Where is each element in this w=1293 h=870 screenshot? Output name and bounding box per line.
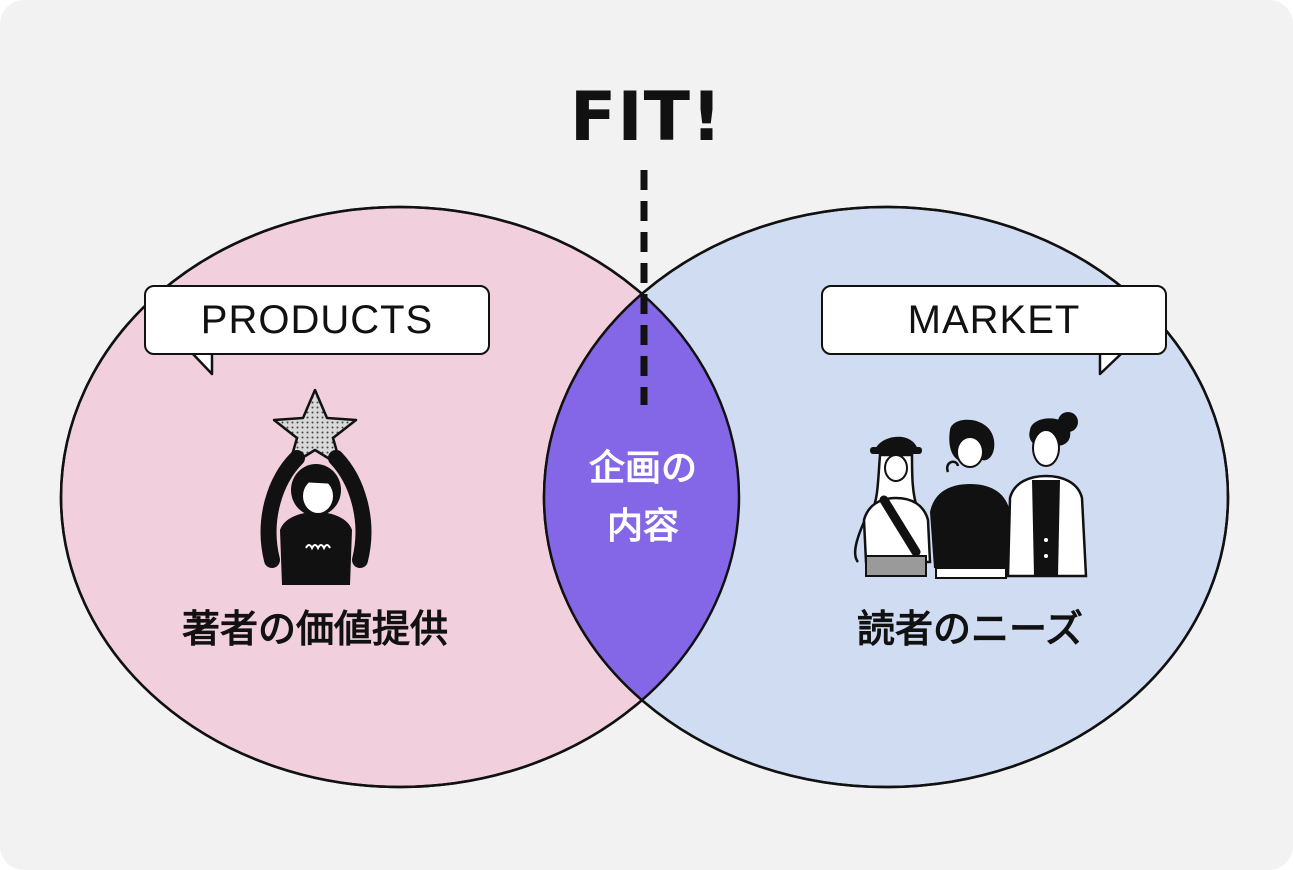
person-holding-star-icon xyxy=(260,388,372,585)
overlap-label-line2: 内容 xyxy=(606,506,679,547)
fit-title: FIT! xyxy=(569,78,724,157)
three-readers-icon xyxy=(853,412,1088,579)
products-caption: 著者の価値提供 xyxy=(181,607,448,651)
market-caption: 読者のニーズ xyxy=(856,607,1084,651)
products-bubble: PRODUCTS xyxy=(144,285,490,355)
products-bubble-tail xyxy=(191,352,214,376)
overlap-label: 企画の 内容 xyxy=(523,440,763,556)
market-bubble: MARKET xyxy=(821,285,1167,355)
market-bubble-tail xyxy=(1098,352,1123,376)
overlap-label-line1: 企画の xyxy=(588,448,697,489)
